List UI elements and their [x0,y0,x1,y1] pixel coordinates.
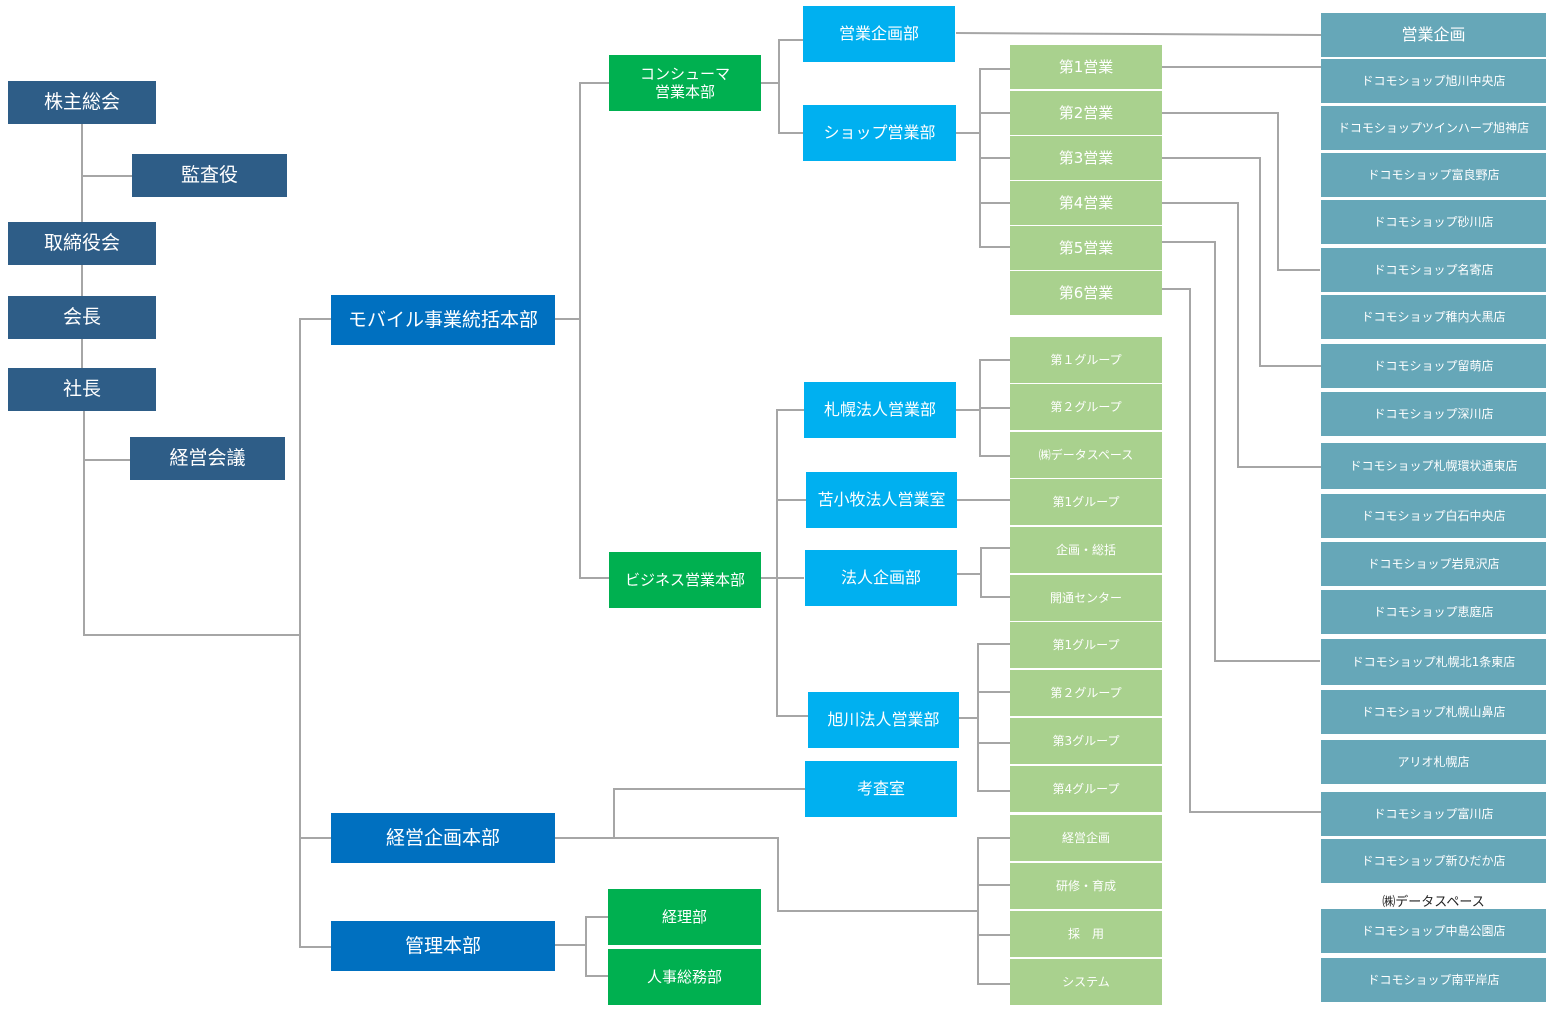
sapporo-corporate-sales-box: 札幌法人営業部 [804,382,956,438]
group-box: ㈱データスペース [1010,432,1162,478]
tomakomai-corporate-sales-box: 苫小牧法人営業室 [806,472,957,528]
sales-section-box: 第3営業 [1010,136,1162,180]
dataspace-caption: ㈱データスペース [1382,895,1485,910]
administration-hq-box: 管理本部 [331,921,555,971]
shop-box: ドコモショップ富川店 [1321,792,1546,836]
connector [977,643,1010,792]
shop-box: ドコモショップ中島公園店 [1321,909,1546,953]
accounting-department-box: 経理部 [608,889,761,945]
shop-sales-department-box: ショップ営業部 [803,105,956,161]
shop-box: ドコモショップ稚内大黒店 [1321,295,1546,339]
group-box: 第1グループ [1010,479,1162,525]
group-box: 採 用 [1010,911,1162,957]
group-box: 第１グループ [1010,337,1162,383]
sales-section-box: 第1営業 [1010,45,1162,89]
group-box: 開通センター [1010,575,1162,621]
sales-section-box: 第6営業 [1010,271,1162,315]
group-box: 企画・総括 [1010,527,1162,573]
consumer-sales-division-box: コンシューマ 営業本部 [609,55,761,111]
shop-box: ドコモショップ札幌山鼻店 [1321,690,1546,734]
chairman-box: 会長 [8,296,156,339]
shop-sales-planning-box: 営業企画 [1321,13,1546,57]
group-box: 第3グループ [1010,718,1162,764]
shop-box: ドコモショップ白石中央店 [1321,494,1546,538]
sales-planning-department-box: 営業企画部 [803,6,955,62]
connector [1162,112,1320,271]
shop-box: ドコモショップ旭川中央店 [1321,59,1546,103]
connector [555,837,978,912]
shop-box: ドコモショップ深川店 [1321,392,1546,436]
sales-section-box: 第5営業 [1010,226,1162,270]
business-sales-division-box: ビジネス営業本部 [609,552,761,608]
connector [299,318,331,948]
connector [579,82,609,579]
group-box: 第２グループ [1010,384,1162,430]
mobile-business-hq-box: モバイル事業統括本部 [331,295,555,345]
group-box: 第1グループ [1010,622,1162,668]
sales-section-box: 第4営業 [1010,181,1162,225]
shop-box: ドコモショップ南平岸店 [1321,958,1546,1002]
auditor-box: 監査役 [132,154,287,197]
shop-box: ドコモショップ富良野店 [1321,153,1546,197]
group-box: 経営企画 [1010,815,1162,861]
group-box: 第２グループ [1010,670,1162,716]
connector [980,547,1010,598]
connector [1162,157,1321,367]
connector [1162,202,1321,468]
connector [977,837,1010,985]
shop-box: ドコモショップ恵庭店 [1321,590,1546,634]
connector [778,39,803,134]
shop-box: ドコモショップ札幌北1条東店 [1321,639,1546,685]
shop-box: ドコモショップ新ひだか店 [1321,839,1546,883]
asahikawa-corporate-sales-box: 旭川法人営業部 [808,692,959,748]
group-box: 第4グループ [1010,766,1162,812]
shop-box: ドコモショップ岩見沢店 [1321,542,1546,586]
connector [1162,241,1320,662]
management-council-box: 経営会議 [130,437,285,480]
shop-box: ドコモショップ札幌環状通東店 [1321,443,1546,489]
corporate-planning-department-box: 法人企画部 [805,550,957,606]
hr-general-affairs-box: 人事総務部 [608,949,761,1005]
connector [776,409,808,717]
connector [955,32,1322,36]
shareholders-meeting-box: 株主総会 [8,81,156,124]
management-planning-hq-box: 経営企画本部 [331,813,555,863]
shop-box: ドコモショップ留萌店 [1321,344,1546,388]
board-of-directors-box: 取締役会 [8,222,156,265]
shop-box: ドコモショップ名寄店 [1321,248,1546,292]
connector [1162,288,1321,813]
audit-office-box: 考査室 [805,761,957,817]
group-box: 研修・育成 [1010,863,1162,909]
shop-box: アリオ札幌店 [1321,740,1546,784]
connector [585,916,608,977]
sales-section-box: 第2営業 [1010,91,1162,135]
group-box: システム [1010,959,1162,1005]
connector [613,788,805,838]
connector [83,410,300,636]
shop-box: ドコモショップツインハープ旭神店 [1321,106,1546,150]
shop-box: ドコモショップ砂川店 [1321,200,1546,244]
president-box: 社長 [8,368,156,411]
